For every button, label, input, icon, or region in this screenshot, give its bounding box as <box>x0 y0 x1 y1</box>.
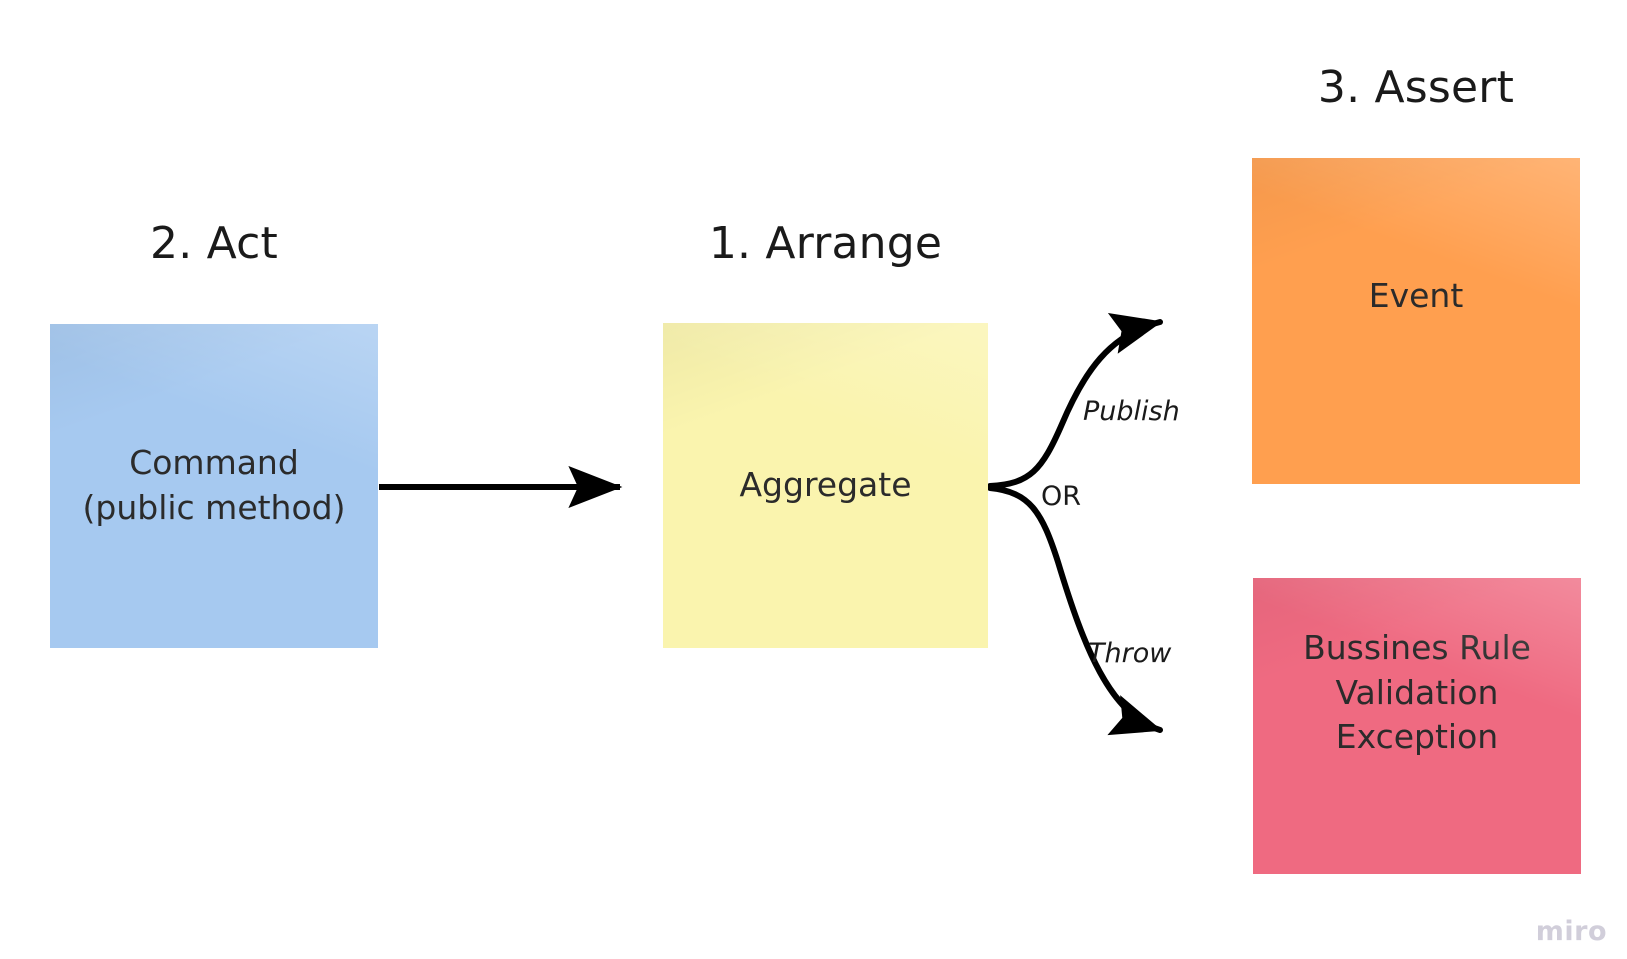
miro-watermark: miro <box>1535 916 1607 947</box>
arrow-throw <box>987 485 1163 736</box>
sticky-note-event[interactable]: Event <box>1252 158 1580 484</box>
sticky-note-command[interactable]: Command (public method) <box>50 324 378 648</box>
sticky-note-aggregate-label: Aggregate <box>739 465 912 505</box>
section-heading-assert: 3. Assert <box>1317 62 1515 113</box>
sticky-note-command-label: Command (public method) <box>82 443 346 527</box>
edge-label-or: OR <box>1041 481 1082 512</box>
edge-label-throw: Throw <box>1088 638 1172 669</box>
sticky-note-aggregate[interactable]: Aggregate <box>663 323 988 648</box>
sticky-note-event-label: Event <box>1368 276 1464 315</box>
arrow-publish <box>987 312 1163 489</box>
section-heading-act: 2. Act <box>150 218 278 269</box>
section-heading-arrange: 1. Arrange <box>708 218 943 269</box>
sticky-note-exception-label: Bussines Rule Validation Exception <box>1303 628 1531 757</box>
edge-label-publish: Publish <box>1083 396 1180 427</box>
sticky-note-exception[interactable]: Bussines Rule Validation Exception <box>1253 578 1581 874</box>
